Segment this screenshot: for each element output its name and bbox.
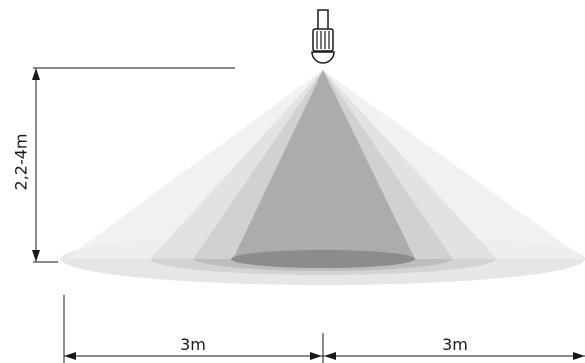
- width-arrow-right-end: [573, 352, 585, 360]
- width-right-label: 3m: [442, 335, 468, 354]
- detection-cone-core: [233, 70, 415, 259]
- motion-sensor-icon: [311, 9, 335, 64]
- height-arrow-bottom: [32, 250, 40, 262]
- height-dimension: 2,2-4m: [12, 67, 235, 263]
- width-dimension: 3m 3m: [63, 295, 585, 363]
- height-arrow-top: [32, 68, 40, 80]
- width-left-label: 3m: [180, 335, 206, 354]
- floor-core-top: [231, 250, 415, 268]
- width-arrow-left-end: [310, 352, 322, 360]
- height-label: 2,2-4m: [12, 134, 31, 191]
- width-arrow-left-start: [64, 352, 76, 360]
- width-arrow-right-start: [324, 352, 336, 360]
